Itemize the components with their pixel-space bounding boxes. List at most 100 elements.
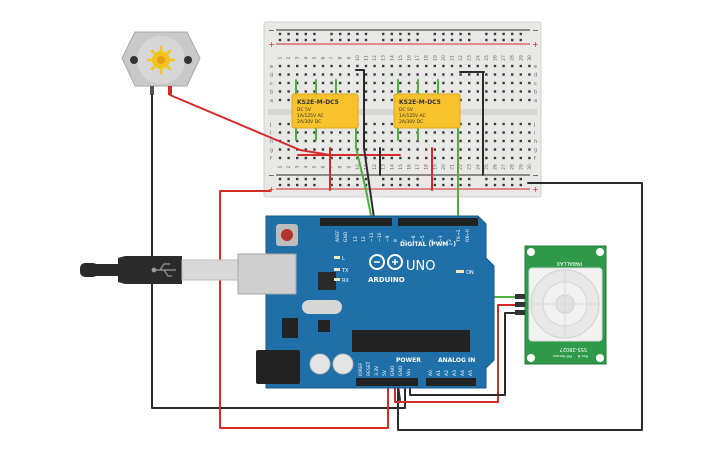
bb-col-num-bottom: 8 bbox=[338, 165, 344, 168]
rail-plus-bottom-left: + bbox=[268, 185, 275, 194]
rail-minus-bottom-left: − bbox=[268, 171, 275, 180]
usb-cable[interactable] bbox=[80, 256, 239, 284]
bb-col-num-top: 12 bbox=[372, 55, 378, 61]
digital-header-right[interactable] bbox=[398, 218, 478, 226]
rail-plus-bottom-right: + bbox=[532, 185, 539, 194]
relay-1[interactable]: KS2E-M-DC5 DC 5V 1A/125V AC 2A/30V DC bbox=[291, 93, 359, 129]
bb-col-num-bottom: 30 bbox=[527, 164, 533, 170]
bb-col-num-top: 28 bbox=[510, 55, 516, 61]
bb-row-letter: e bbox=[534, 64, 537, 70]
bb-col-num-top: 20 bbox=[441, 55, 447, 61]
bb-col-num-bottom: 27 bbox=[501, 164, 507, 170]
pir-sensor[interactable]: PARALLAX 555-28027 PIR Sensor Rev B bbox=[515, 245, 607, 365]
wire-green-relay1[interactable] bbox=[355, 124, 374, 227]
bb-col-num-bottom: 17 bbox=[415, 164, 421, 170]
digital-header-label: DIGITAL (PWM~) bbox=[400, 241, 456, 248]
power-header[interactable] bbox=[356, 378, 418, 386]
digital-pin-label: RX←0 bbox=[465, 229, 471, 242]
gnd-label: GND bbox=[343, 231, 349, 242]
bb-row-letter: h bbox=[270, 139, 273, 145]
bb-col-num-bottom: 10 bbox=[355, 164, 361, 170]
wire-pir-vcc-red[interactable] bbox=[394, 304, 523, 403]
digital-pin-label: 7 bbox=[402, 239, 408, 242]
analog-pin-label: A1 bbox=[436, 370, 442, 376]
bb-col-num-top: 29 bbox=[518, 55, 524, 61]
bb-col-num-bottom: 22 bbox=[458, 164, 464, 170]
power-header-label: POWER bbox=[396, 357, 421, 364]
bb-col-num-top: 15 bbox=[398, 55, 404, 61]
motor-terminal-black[interactable] bbox=[150, 86, 154, 95]
led-rx bbox=[334, 278, 340, 281]
bb-col-num-bottom: 16 bbox=[407, 164, 413, 170]
led-rx-label: RX bbox=[342, 278, 349, 284]
bb-col-num-bottom: 6 bbox=[321, 165, 327, 168]
bb-row-letter: f bbox=[270, 156, 272, 162]
aref-label: AREF bbox=[335, 230, 341, 242]
digital-pin-label: TX→1 bbox=[456, 229, 462, 243]
led-tx bbox=[334, 268, 340, 271]
analog-header[interactable] bbox=[426, 378, 476, 386]
bb-col-num-top: 14 bbox=[389, 55, 395, 61]
bb-col-num-bottom: 26 bbox=[493, 164, 499, 170]
bb-row-letter: e bbox=[270, 64, 273, 70]
digital-pin-label: ~9 bbox=[385, 235, 391, 242]
bb-col-num-bottom: 2 bbox=[286, 165, 292, 168]
arduino-logo-icon bbox=[369, 254, 403, 270]
bb-col-num-bottom: 15 bbox=[398, 164, 404, 170]
bb-col-num-top: 7 bbox=[329, 56, 335, 59]
bb-row-letter: d bbox=[270, 73, 273, 79]
relay-2-line2: 1A/125V AC bbox=[399, 113, 426, 119]
bb-col-num-bottom: 7 bbox=[329, 165, 335, 168]
bb-col-num-bottom: 28 bbox=[510, 164, 516, 170]
motor-terminal-red[interactable] bbox=[168, 86, 172, 95]
bb-row-letter: f bbox=[534, 156, 536, 162]
bb-col-num-bottom: 20 bbox=[441, 164, 447, 170]
pir-pin-signal[interactable] bbox=[515, 294, 525, 299]
dc-motor[interactable] bbox=[121, 31, 201, 95]
crystal bbox=[302, 300, 342, 314]
wire-motor-red[interactable] bbox=[169, 94, 331, 156]
relay-1-line1: DC 5V bbox=[297, 107, 312, 113]
bb-col-num-bottom: 5 bbox=[312, 165, 318, 168]
power-pin-label: GND bbox=[390, 365, 396, 376]
pir-pin-vcc[interactable] bbox=[515, 302, 525, 307]
bb-col-num-bottom: 29 bbox=[518, 164, 524, 170]
pir-pin-gnd[interactable] bbox=[515, 310, 525, 315]
arduino-uno[interactable]: L TX RX ON ARDUINO UNO DIGITAL (PWM~) PO… bbox=[237, 215, 495, 389]
pir-dome bbox=[530, 269, 600, 339]
small-chip bbox=[318, 320, 330, 332]
rail-minus-top-left: − bbox=[268, 26, 275, 35]
motor-shaft-icon bbox=[146, 45, 176, 75]
pir-mount-hole-4 bbox=[596, 354, 604, 362]
bb-col-num-top: 11 bbox=[364, 55, 370, 61]
bb-col-num-top: 16 bbox=[407, 55, 413, 61]
relay-1-line3: 2A/30V DC bbox=[297, 119, 321, 125]
rail-plus-top-right: + bbox=[532, 40, 539, 49]
digital-header-left[interactable] bbox=[320, 218, 392, 226]
wire-black-right-loop[interactable] bbox=[397, 182, 643, 431]
bb-col-num-top: 30 bbox=[527, 55, 533, 61]
bb-col-num-top: 26 bbox=[493, 55, 499, 61]
bb-row-letter: i bbox=[270, 131, 271, 137]
bb-col-num-bottom: 9 bbox=[346, 165, 352, 168]
digital-pin-label: 4 bbox=[429, 239, 435, 242]
wire-red-rail-loop[interactable] bbox=[219, 190, 389, 429]
digital-pin-label: 13 bbox=[353, 236, 359, 242]
relay-2[interactable]: KS2E-M-DC5 DC 5V 1A/125V AC 2A/30V DC bbox=[393, 93, 461, 129]
pir-mount-hole-3 bbox=[527, 354, 535, 362]
motor-screw-left bbox=[130, 56, 138, 64]
digital-pin-label: ~11 bbox=[369, 232, 375, 242]
usb-icon bbox=[151, 263, 176, 277]
arduino-power-jack[interactable] bbox=[256, 350, 300, 384]
bb-col-num-top: 1 bbox=[278, 56, 284, 59]
analog-header-label: ANALOG IN bbox=[438, 357, 475, 364]
arduino-usb-port[interactable] bbox=[237, 253, 297, 295]
pir-mount-hole-2 bbox=[596, 248, 604, 256]
digital-pin-label: ~6 bbox=[411, 235, 417, 242]
bb-row-letter: g bbox=[270, 148, 273, 154]
